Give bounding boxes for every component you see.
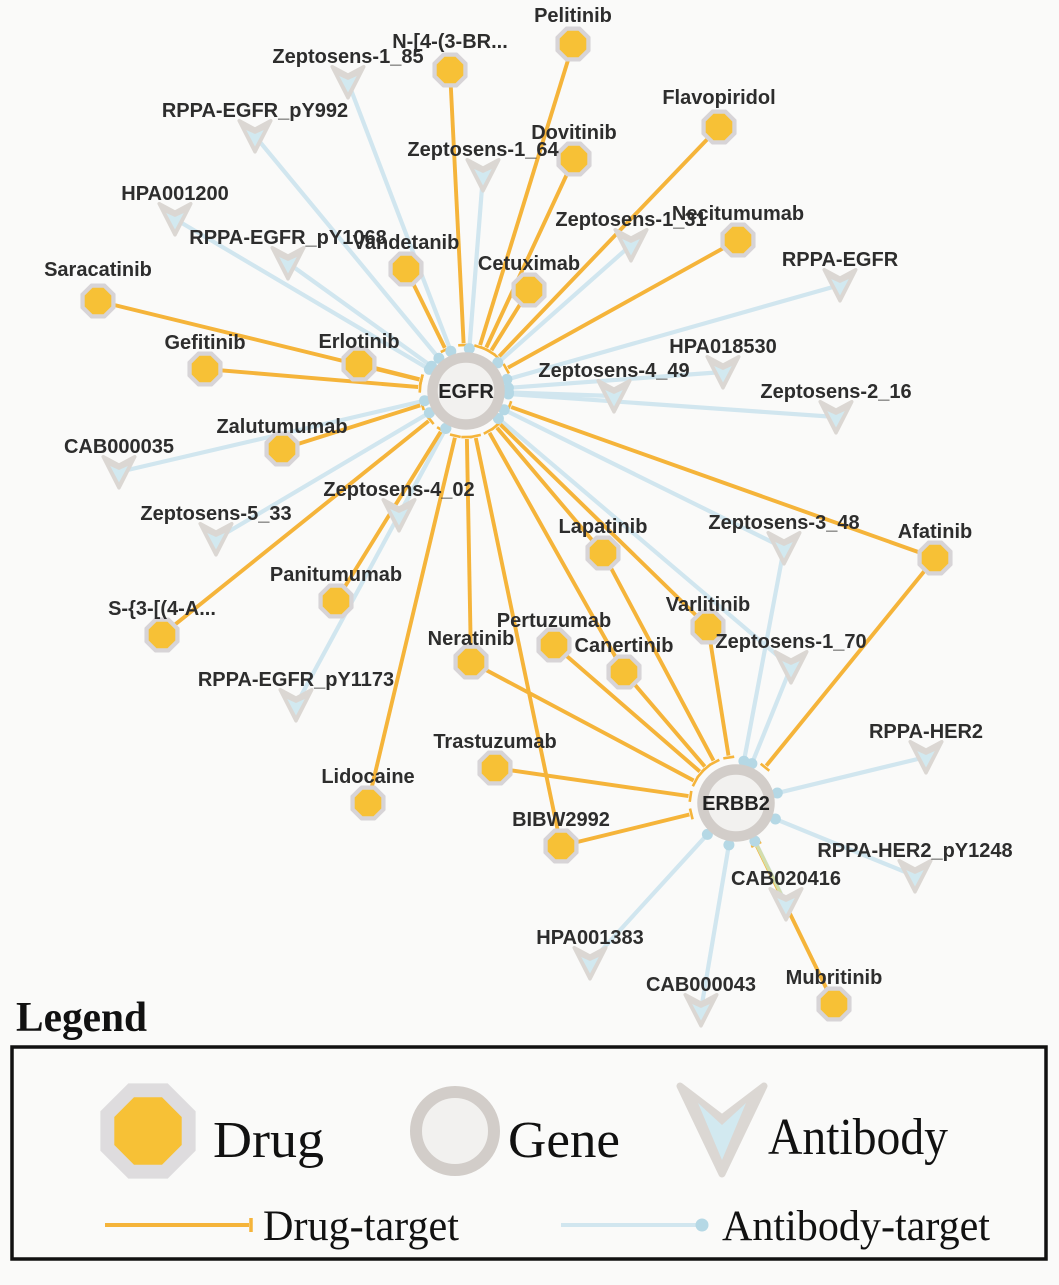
svg-text:CAB020416: CAB020416 [731,868,841,890]
svg-text:Lapatinib: Lapatinib [559,516,648,538]
svg-text:Zeptosens-3_48: Zeptosens-3_48 [708,512,859,534]
svg-text:Panitumumab: Panitumumab [270,564,402,586]
svg-text:Legend: Legend [16,995,147,1041]
svg-text:CAB000043: CAB000043 [646,974,756,996]
svg-text:RPPA-EGFR: RPPA-EGFR [782,249,899,271]
svg-text:Antibody-target: Antibody-target [722,1203,990,1250]
svg-text:HPA001200: HPA001200 [121,183,228,205]
svg-text:Trastuzumab: Trastuzumab [433,731,556,753]
svg-text:Erlotinib: Erlotinib [318,331,399,353]
svg-text:Zeptosens-1_64: Zeptosens-1_64 [407,139,559,161]
svg-text:Lidocaine: Lidocaine [321,766,414,788]
svg-text:Pelitinib: Pelitinib [534,5,612,27]
svg-text:ERBB2: ERBB2 [702,793,770,815]
svg-text:Drug-target: Drug-target [263,1203,459,1250]
svg-text:BIBW2992: BIBW2992 [512,809,610,831]
svg-text:Zeptosens-1_70: Zeptosens-1_70 [715,631,866,653]
svg-text:Flavopiridol: Flavopiridol [662,87,775,109]
svg-text:Drug: Drug [213,1112,324,1169]
svg-text:HPA001383: HPA001383 [536,927,643,949]
svg-text:HPA018530: HPA018530 [669,336,776,358]
svg-text:EGFR: EGFR [438,381,494,403]
svg-text:RPPA-EGFR_pY1173: RPPA-EGFR_pY1173 [198,669,394,691]
svg-text:RPPA-HER2: RPPA-HER2 [869,721,983,743]
svg-text:Zalutumumab: Zalutumumab [216,416,347,438]
svg-text:Zeptosens-2_16: Zeptosens-2_16 [760,381,911,403]
svg-text:Gefitinib: Gefitinib [164,332,245,354]
svg-text:CAB000035: CAB000035 [64,436,174,458]
svg-text:Zeptosens-1_85: Zeptosens-1_85 [272,46,423,68]
svg-text:Zeptosens-1_31: Zeptosens-1_31 [555,209,706,231]
svg-text:Saracatinib: Saracatinib [44,259,152,281]
svg-text:RPPA-EGFR_pY992: RPPA-EGFR_pY992 [162,100,348,122]
svg-text:Zeptosens-5_33: Zeptosens-5_33 [140,503,291,525]
svg-text:S-{3-[(4-A...: S-{3-[(4-A... [108,598,216,620]
svg-text:Neratinib: Neratinib [428,628,515,650]
svg-text:Varlitinib: Varlitinib [666,594,750,616]
svg-text:RPPA-EGFR_pY1068: RPPA-EGFR_pY1068 [189,227,386,249]
svg-text:Antibody: Antibody [768,1109,948,1166]
svg-text:RPPA-HER2_pY1248: RPPA-HER2_pY1248 [817,840,1012,862]
svg-text:Afatinib: Afatinib [898,521,972,543]
svg-text:Cetuximab: Cetuximab [478,253,580,275]
svg-text:Canertinib: Canertinib [575,635,674,657]
svg-text:Gene: Gene [508,1112,620,1169]
svg-text:Zeptosens-4_02: Zeptosens-4_02 [323,479,474,501]
svg-text:Zeptosens-4_49: Zeptosens-4_49 [538,360,689,382]
svg-text:Mubritinib: Mubritinib [786,967,883,989]
